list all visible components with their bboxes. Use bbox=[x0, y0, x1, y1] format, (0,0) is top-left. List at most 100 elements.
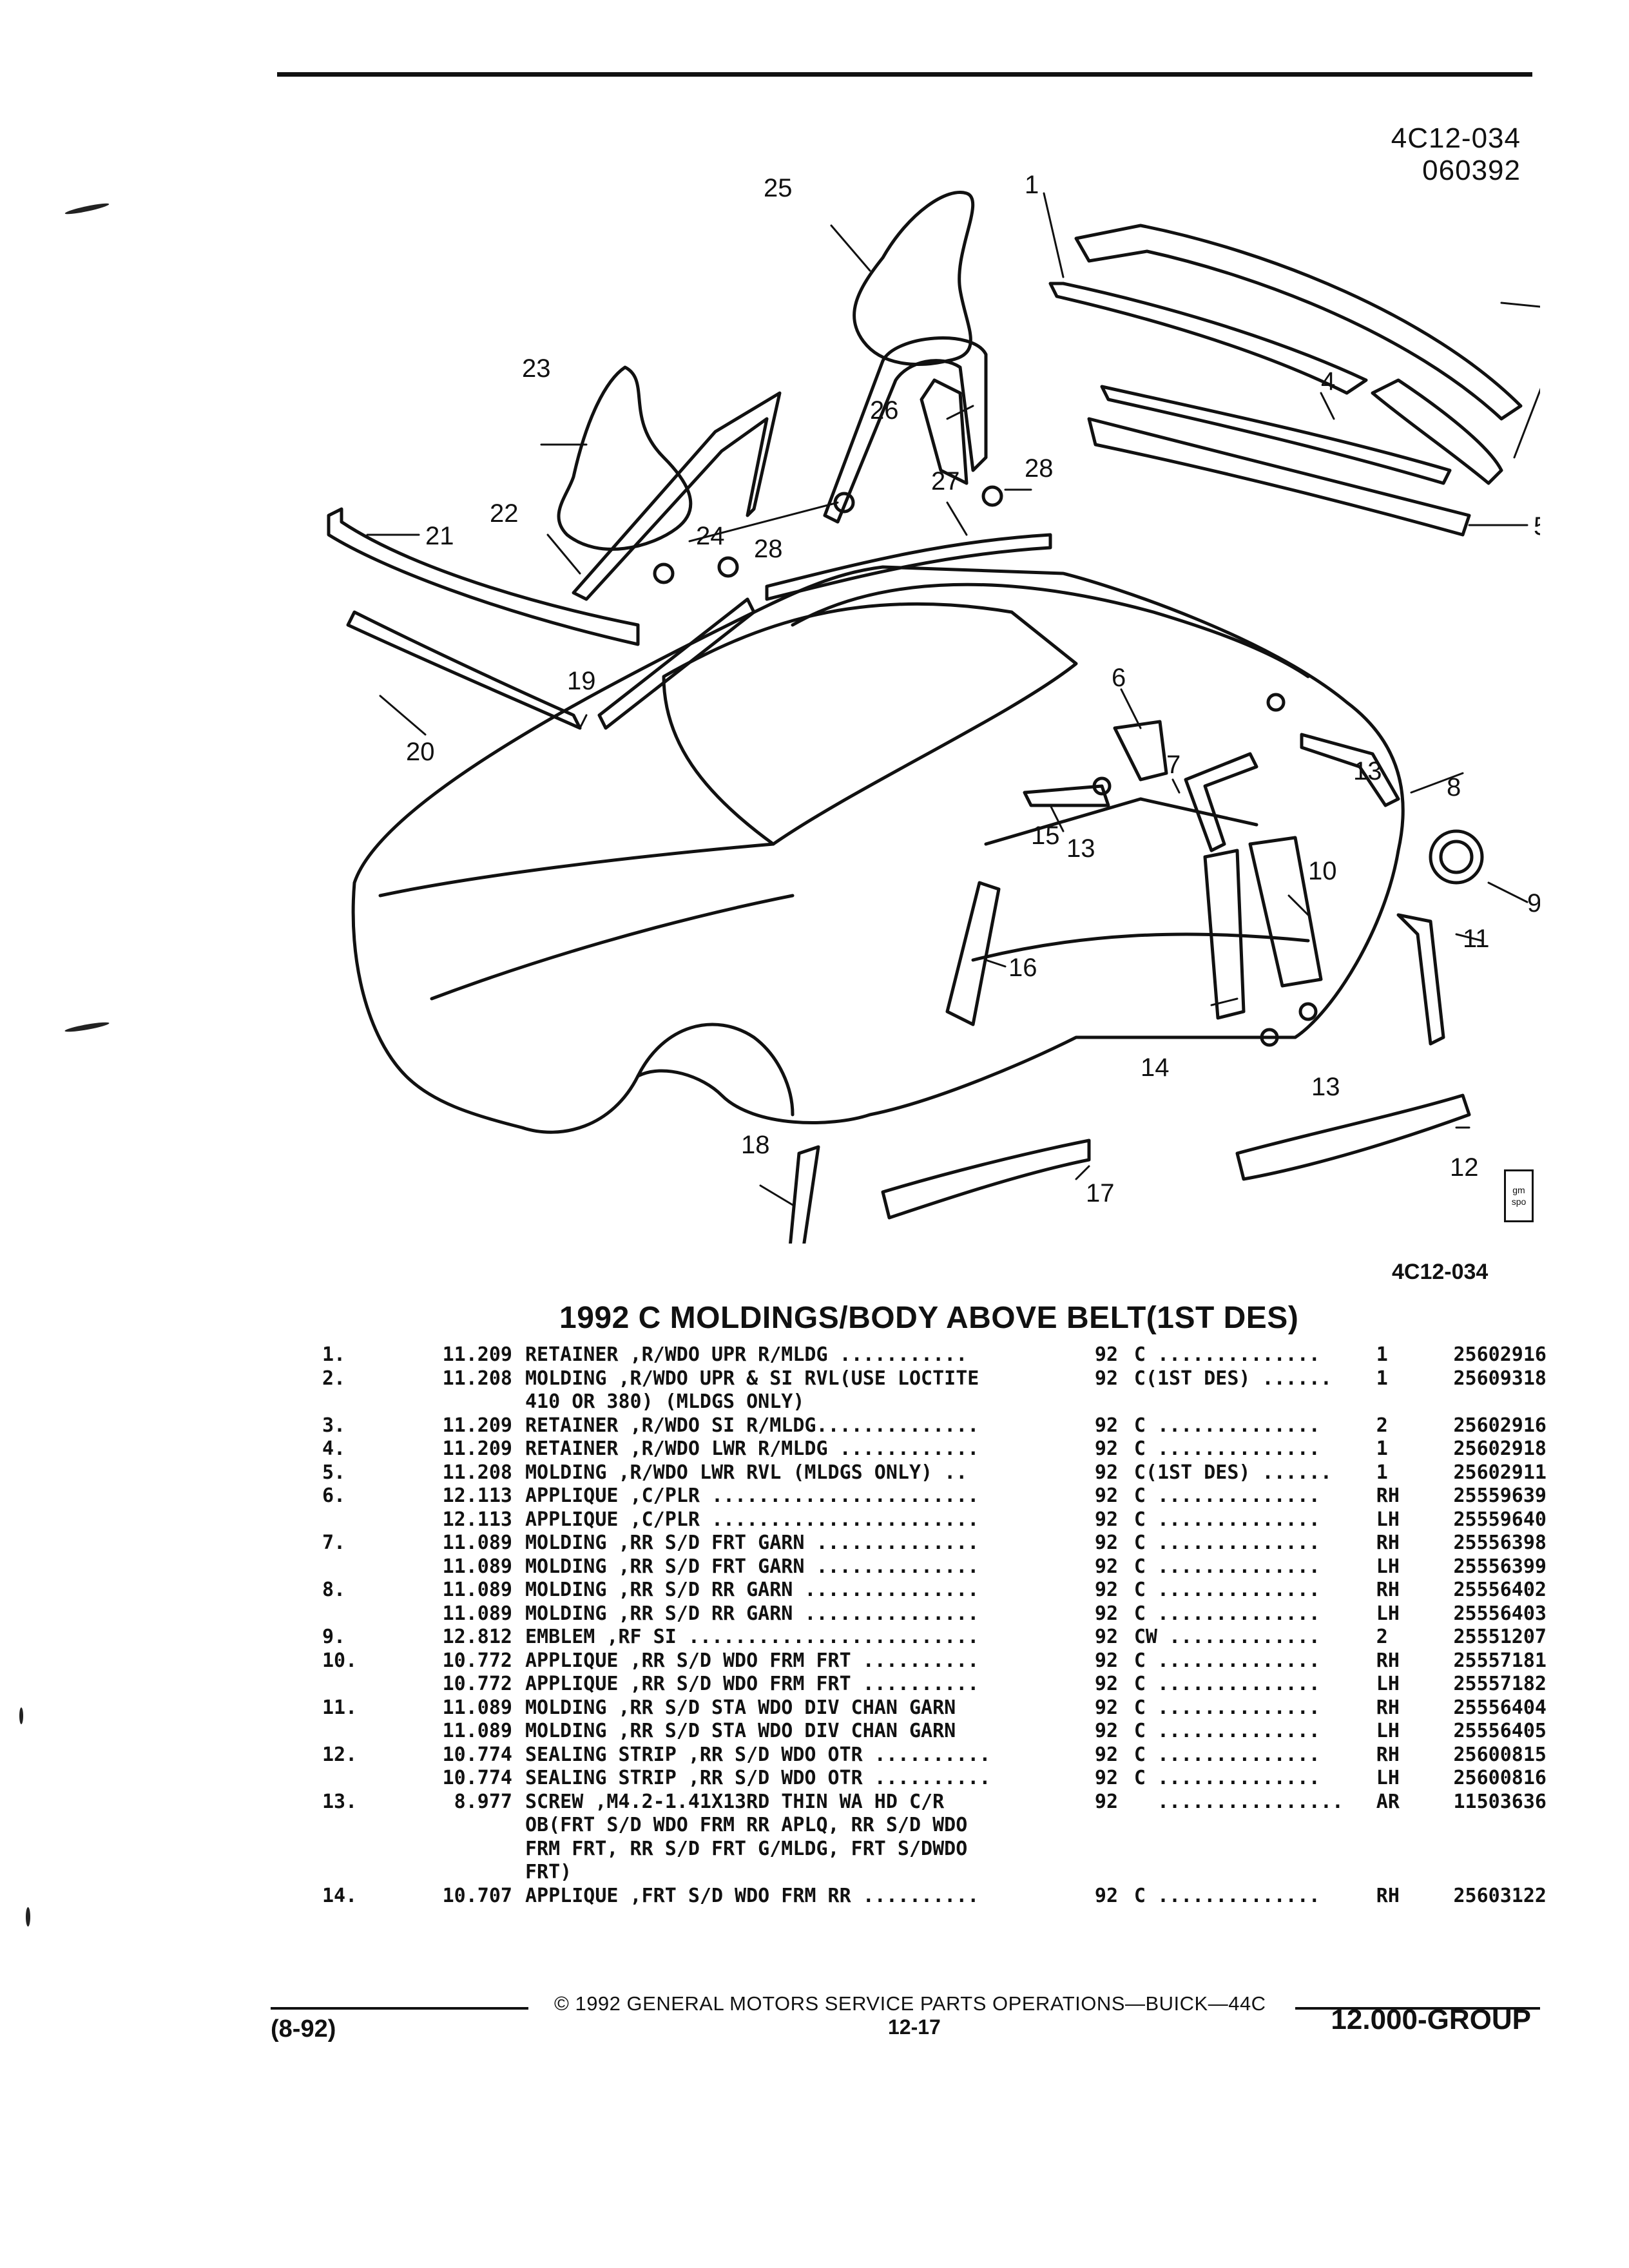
item-number: 8. bbox=[322, 1579, 346, 1601]
part-2-molding bbox=[1074, 224, 1523, 421]
part-13-screw bbox=[1298, 1002, 1318, 1021]
model-year: 92 bbox=[1094, 1626, 1119, 1648]
item-number: 5. bbox=[322, 1461, 346, 1484]
part-number bbox=[1429, 1838, 1547, 1861]
quantity: RH bbox=[1376, 1485, 1400, 1507]
callout-21: 21 bbox=[425, 522, 454, 550]
series-code bbox=[1134, 1838, 1376, 1861]
quantity: RH bbox=[1376, 1884, 1400, 1907]
part-number bbox=[1429, 1390, 1547, 1414]
footer-rule-right bbox=[1295, 2007, 1540, 2010]
group-number: 11.089 bbox=[442, 1720, 512, 1742]
quantity: 1 bbox=[1376, 1367, 1388, 1390]
model-year: 92 bbox=[1094, 1367, 1119, 1390]
callout-1: 1 bbox=[1025, 171, 1039, 199]
leader-line bbox=[830, 224, 871, 272]
quantity bbox=[1376, 1838, 1429, 1861]
series-code: C .............. bbox=[1133, 1437, 1320, 1460]
part-9-emblem bbox=[1429, 829, 1484, 885]
item-number: 14. bbox=[322, 1884, 358, 1907]
leader-line bbox=[688, 501, 839, 543]
top-rule bbox=[277, 72, 1532, 77]
part-description: MOLDING ,R/WDO LWR RVL (MLDGS ONLY) .. bbox=[525, 1461, 968, 1484]
callout-28: 28 bbox=[1025, 454, 1054, 483]
callout-6: 6 bbox=[1112, 664, 1126, 692]
group-number: 11.089 bbox=[442, 1696, 512, 1719]
part-description: MOLDING ,RR S/D STA WDO DIV CHAN GARN bbox=[525, 1720, 956, 1742]
leader-line bbox=[379, 695, 427, 736]
part-description: MOLDING ,RR S/D RR GARN ............... bbox=[525, 1602, 979, 1625]
illustration-code-bottom: 4C12-034 bbox=[1392, 1260, 1489, 1284]
quantity: RH bbox=[1376, 1579, 1400, 1601]
callout-9: 9 bbox=[1527, 889, 1540, 918]
part-number: 25557181 bbox=[1453, 1649, 1547, 1672]
model-year: 92 bbox=[1094, 1720, 1119, 1742]
part-description: RETAINER ,R/WDO LWR R/MLDG ............ bbox=[525, 1437, 979, 1460]
quantity bbox=[1376, 1861, 1429, 1885]
leader-line bbox=[1287, 894, 1309, 916]
illustration-code-header: 4C12-034 060392 bbox=[1391, 122, 1521, 187]
part-description: APPLIQUE ,C/PLR ....................... bbox=[525, 1508, 979, 1531]
leader-line bbox=[1075, 1165, 1090, 1180]
footer-group: 12.000-GROUP bbox=[1331, 2004, 1531, 2035]
model-year: 92 bbox=[1094, 1532, 1119, 1554]
part-description: APPLIQUE ,C/PLR ....................... bbox=[525, 1485, 979, 1507]
part-number: 25556398 bbox=[1453, 1532, 1547, 1554]
quantity: 2 bbox=[1376, 1414, 1388, 1437]
item-number: 2. bbox=[322, 1367, 346, 1390]
part-9-emblem-inner bbox=[1439, 840, 1474, 874]
item-number: 13. bbox=[322, 1790, 358, 1813]
quantity: RH bbox=[1376, 1649, 1400, 1672]
series-code: C .............. bbox=[1133, 1555, 1320, 1578]
part-number: 11503636 bbox=[1453, 1790, 1547, 1813]
part-number: 25600815 bbox=[1453, 1743, 1547, 1766]
part-number: 25556399 bbox=[1453, 1555, 1547, 1578]
model-year: 92 bbox=[1094, 1767, 1119, 1789]
quantity bbox=[1376, 1390, 1429, 1414]
series-code: C .............. bbox=[1133, 1602, 1320, 1625]
part-description: APPLIQUE ,RR S/D WDO FRM FRT .......... bbox=[525, 1649, 979, 1672]
footer-page-number: 12-17 bbox=[888, 2015, 941, 2039]
callout-26: 26 bbox=[870, 396, 899, 425]
footer-copyright: © 1992 GENERAL MOTORS SERVICE PARTS OPER… bbox=[554, 1992, 1266, 2015]
callout-8: 8 bbox=[1447, 773, 1461, 802]
door-line bbox=[984, 797, 1258, 846]
quantity bbox=[1376, 1814, 1429, 1838]
quantity: LH bbox=[1376, 1508, 1400, 1531]
item-number: 12. bbox=[322, 1743, 358, 1766]
part-description: MOLDING ,RR S/D FRT GARN .............. bbox=[525, 1555, 979, 1578]
model-year: 92 bbox=[1094, 1790, 1119, 1813]
part-number: 25556405 bbox=[1453, 1720, 1547, 1742]
part-11-molding bbox=[1396, 913, 1445, 1046]
quantity: LH bbox=[1376, 1767, 1400, 1789]
quantity: LH bbox=[1376, 1602, 1400, 1625]
date-code: 060392 bbox=[1422, 155, 1521, 186]
callout-4: 4 bbox=[1321, 367, 1335, 396]
part-description: MOLDING ,RR S/D STA WDO DIV CHAN GARN bbox=[525, 1696, 956, 1719]
scan-mark bbox=[19, 1707, 23, 1724]
model-year bbox=[1095, 1814, 1134, 1838]
callout-13: 13 bbox=[1066, 834, 1095, 863]
part-1-retainer bbox=[1048, 282, 1368, 395]
door-line bbox=[971, 932, 1310, 962]
group-number: 10.774 bbox=[442, 1767, 512, 1789]
part-22-frame bbox=[572, 391, 782, 601]
table-row: 410 OR 380) (MLDGS ONLY) bbox=[322, 1390, 1547, 1414]
callout-20: 20 bbox=[406, 738, 435, 766]
callout-25: 25 bbox=[764, 174, 793, 202]
group-number: 8.977 bbox=[454, 1790, 512, 1813]
part-18-molding bbox=[789, 1145, 820, 1244]
part-description: OB(FRT S/D WDO FRM RR APLQ, RR S/D WDO bbox=[525, 1814, 968, 1836]
series-code: CW ............. bbox=[1133, 1626, 1320, 1648]
part-number: 25556403 bbox=[1453, 1602, 1547, 1625]
quantity: 1 bbox=[1376, 1343, 1388, 1366]
part-15-molding bbox=[1023, 784, 1110, 807]
item-number: 1. bbox=[322, 1343, 346, 1366]
part-number: 25557182 bbox=[1453, 1673, 1547, 1695]
